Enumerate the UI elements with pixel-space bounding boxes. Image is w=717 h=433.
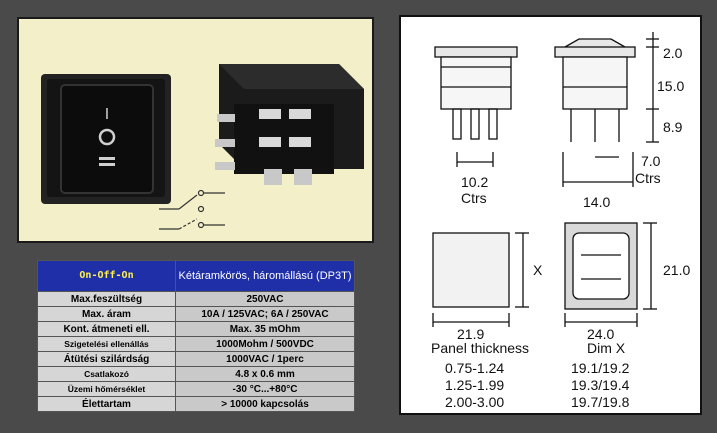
dimension-label: 14.0 (583, 194, 610, 210)
spec-value: -30 °C...+80°C (175, 381, 355, 397)
spec-label: Max. áram (37, 306, 176, 322)
spec-value: Max. 35 mOhm (175, 321, 355, 337)
spec-value: 10A / 125VAC; 6A / 250VAC (175, 306, 355, 322)
dimension-drawing: 2.0 15.0 8.9 10.2 Ctrs 7.0 Ctrs 14.0 X 2… (431, 32, 690, 410)
table-row: Szigetelési ellenállás 1000Mohm / 500VDC (37, 336, 355, 352)
thickness-value: 2.00-3.00 (445, 394, 504, 410)
dimension-label: 21.9 (457, 326, 484, 342)
table-col-header: Dim X (587, 340, 626, 356)
spec-label: Csatlakozó (37, 366, 176, 382)
side-view-front (434, 46, 518, 167)
table-row: Élettartam > 10000 kapcsolás (37, 396, 355, 412)
dimension-label: 24.0 (587, 326, 614, 342)
dimension-label: Ctrs (635, 170, 661, 186)
dim-x-value: 19.1/19.2 (571, 360, 630, 376)
dimension-label: 15.0 (657, 78, 684, 94)
technical-drawing-panel: 2.0 15.0 8.9 10.2 Ctrs 7.0 Ctrs 14.0 X 2… (399, 15, 702, 415)
switch-label-on: I (105, 106, 109, 123)
spec-label: Kont. átmeneti ell. (37, 321, 176, 337)
table-header-row: On-Off-On Kétáramkörös, háromállású (DP3… (37, 260, 355, 292)
table-col-header: Panel thickness (431, 340, 529, 356)
spec-value: > 10000 kapcsolás (175, 396, 355, 412)
spec-value: 250VAC (175, 291, 355, 307)
thickness-value: 1.25-1.99 (445, 377, 504, 393)
table-row: Átütési szilárdság 1000VAC / 1perc (37, 351, 355, 367)
switch-back-view (215, 64, 364, 185)
table-header-description: Kétáramkörös, háromállású (DP3T) (175, 260, 355, 292)
spec-value: 4.8 x 0.6 mm (175, 366, 355, 382)
dim-x-value: 19.7/19.8 (571, 394, 630, 410)
table-header-type: On-Off-On (37, 260, 176, 292)
dimension-label: Ctrs (461, 190, 487, 206)
dimension-label: 2.0 (663, 45, 683, 61)
circuit-schematic (159, 189, 225, 230)
dimension-label: X (533, 262, 543, 278)
switch-front-view: I (41, 74, 171, 204)
product-photo: I (41, 64, 364, 230)
front-view-switch (564, 222, 638, 310)
spec-label: Átütési szilárdság (37, 351, 176, 367)
specifications-table: On-Off-On Kétáramkörös, háromállású (DP3… (37, 260, 355, 412)
dimension-label: 21.0 (663, 262, 690, 278)
spec-label: Max.feszültség (37, 291, 176, 307)
table-row: Max. áram 10A / 125VAC; 6A / 250VAC (37, 306, 355, 322)
table-row: Max.feszültség 250VAC (37, 291, 355, 307)
table-row: Üzemi hőmérséklet -30 °C...+80°C (37, 381, 355, 397)
switch-label-off (98, 128, 116, 146)
dim-x-value: 19.3/19.4 (571, 377, 630, 393)
spec-value: 1000VAC / 1perc (175, 351, 355, 367)
spec-label: Élettartam (37, 396, 176, 412)
table-row: Csatlakozó 4.8 x 0.6 mm (37, 366, 355, 382)
spec-value: 1000Mohm / 500VDC (175, 336, 355, 352)
side-view-side (554, 32, 659, 187)
table-row: Kont. átmeneti ell. Max. 35 mOhm (37, 321, 355, 337)
dimension-label: 10.2 (461, 174, 488, 190)
spec-label: Szigetelési ellenállás (37, 336, 176, 352)
thickness-value: 0.75-1.24 (445, 360, 504, 376)
product-photo-panel: I (17, 17, 374, 243)
spec-label: Üzemi hőmérséklet (37, 381, 176, 397)
dimension-label: 8.9 (663, 119, 683, 135)
dimension-label: 7.0 (641, 153, 661, 169)
panel-cutout (432, 232, 510, 308)
